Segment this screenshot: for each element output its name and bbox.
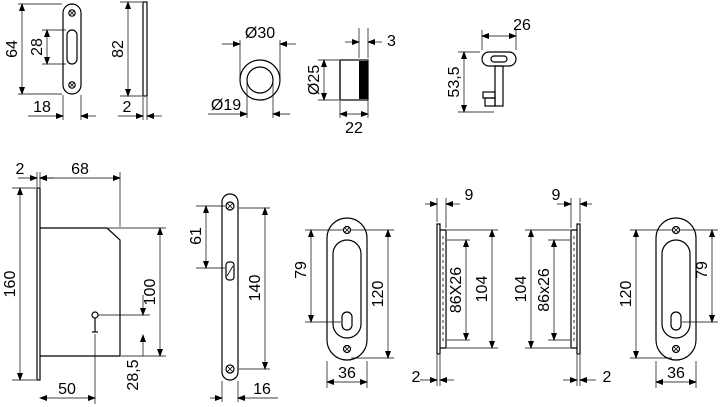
dim-pull-a-height: 120 bbox=[370, 281, 387, 308]
dim-side-a-cut: 86X26 bbox=[448, 267, 465, 313]
dim-pull-a-slot-height: 79 bbox=[293, 261, 310, 279]
dim-faceplate-top-offset: 61 bbox=[188, 227, 205, 245]
dim-knob-side-diameter: Ø25 bbox=[306, 65, 323, 95]
dim-lock-body-height: 100 bbox=[142, 279, 159, 306]
dim-side-a-depth: 9 bbox=[465, 187, 474, 204]
dim-side-b-height: 104 bbox=[513, 276, 530, 303]
dim-strike-side-thickness: 2 bbox=[123, 99, 132, 116]
recessed-pull-b: 120 79 36 bbox=[618, 217, 718, 388]
dim-knob-side-depth: 3 bbox=[387, 33, 396, 50]
dim-knob-outer-diameter: Ø30 bbox=[245, 25, 275, 42]
dim-strike-slot: 28 bbox=[29, 38, 46, 56]
dim-pull-a-width: 36 bbox=[338, 365, 356, 382]
dim-strike-width: 18 bbox=[33, 99, 51, 116]
lock-body: 2 68 160 100 28,5 50 bbox=[2, 161, 166, 404]
dim-side-b-depth: 9 bbox=[552, 187, 561, 204]
side-section-a: 9 86X26 104 2 bbox=[412, 187, 498, 386]
dim-knob-inner-diameter: Ø19 bbox=[211, 97, 241, 114]
dim-side-b-cut: 86x26 bbox=[536, 268, 553, 312]
dim-lock-height: 160 bbox=[2, 271, 19, 298]
dim-side-b-thickness: 2 bbox=[603, 369, 612, 386]
dim-strike-height: 64 bbox=[4, 40, 21, 58]
dim-pull-b-slot-height: 79 bbox=[694, 261, 711, 279]
key-drawing: 26 53,5 bbox=[446, 17, 531, 113]
recessed-pull-a: 79 120 36 bbox=[293, 217, 394, 388]
dim-lock-plate-thickness: 2 bbox=[16, 161, 25, 178]
dim-lock-depth: 68 bbox=[71, 161, 89, 178]
dim-side-a-height: 104 bbox=[474, 276, 491, 303]
dim-faceplate-length: 140 bbox=[247, 275, 264, 302]
dim-lock-keyhole-offset: 28,5 bbox=[125, 359, 142, 390]
dim-side-a-thickness: 2 bbox=[412, 369, 421, 386]
dim-lock-backset: 50 bbox=[58, 381, 76, 398]
flush-knob-front: Ø30 Ø19 bbox=[208, 25, 296, 118]
dim-pull-b-width: 36 bbox=[667, 365, 685, 382]
side-section-b: 9 104 86x26 2 bbox=[513, 187, 612, 386]
strike-plate-front: 64 28 18 bbox=[4, 3, 96, 120]
dim-strike-side-height: 82 bbox=[110, 40, 127, 58]
dim-key-width: 26 bbox=[513, 17, 531, 34]
dim-faceplate-width: 16 bbox=[253, 381, 271, 398]
dim-pull-b-height: 120 bbox=[618, 281, 635, 308]
flush-knob-side: 3 Ø25 22 bbox=[306, 28, 396, 137]
faceplate: 61 140 16 bbox=[188, 193, 278, 402]
dim-knob-side-length: 22 bbox=[345, 120, 363, 137]
dim-key-height: 53,5 bbox=[446, 66, 463, 97]
strike-plate-side: 82 2 bbox=[110, 1, 162, 120]
